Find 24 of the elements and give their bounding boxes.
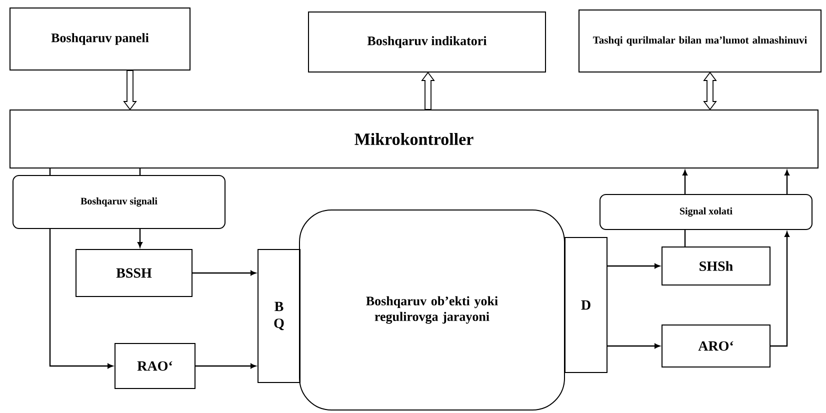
- block-box: BSSH: [76, 249, 192, 297]
- arrow: [608, 344, 660, 348]
- arrow: [192, 270, 256, 276]
- interface-box: D: [564, 237, 608, 373]
- arrow: [49, 229, 113, 368]
- control-object-box: Boshqaruv ob’ekti yoki regulirovga jarayoni: [299, 210, 565, 410]
- signal-bus-box: Boshqaruv signali: [12, 175, 226, 229]
- hollow-arrow: [123, 70, 137, 110]
- block-box: Tashqi qurilmalar bilan ma’lumot almashinuvi: [578, 10, 822, 72]
- arrow: [138, 229, 142, 248]
- arrow: [608, 264, 660, 268]
- block-box: Boshqaruv indikatori: [308, 12, 546, 72]
- arrow: [196, 364, 256, 368]
- arrow: [770, 232, 790, 347]
- hollow-arrow: [421, 72, 435, 110]
- block-box: Boshqaruv paneli: [10, 8, 190, 70]
- block-box: SHSh: [662, 246, 770, 286]
- block-box: RAO‘: [114, 343, 196, 389]
- arrow: [784, 170, 790, 194]
- interface-box: B Q: [258, 249, 300, 383]
- signal-bus-box: Signal xolati: [600, 194, 812, 230]
- microcontroller-box: Mikrokontroller: [10, 110, 818, 168]
- arrow: [682, 170, 688, 194]
- block-box: ARO‘: [662, 324, 770, 368]
